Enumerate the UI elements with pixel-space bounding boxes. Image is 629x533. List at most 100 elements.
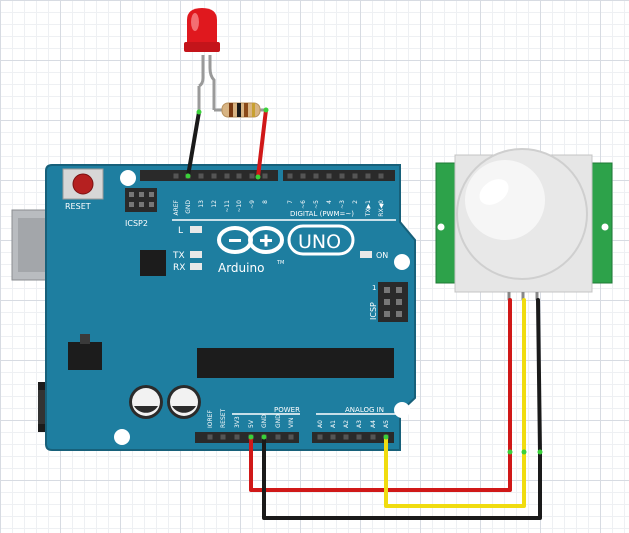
icsp2-label: ICSP2 (125, 219, 148, 228)
digital-pin-label: GND (185, 200, 192, 214)
icsp-pin (396, 311, 402, 317)
led-tx-label: TX (172, 251, 185, 261)
power-pin-hole (288, 434, 294, 440)
power-pin-label: 3V3 (234, 416, 241, 428)
arduino-board: RESET ICSP2 Arduin (11, 164, 416, 451)
red-led (184, 8, 220, 112)
analog-pin-label: A0 (317, 420, 324, 428)
regulator-tab (80, 334, 90, 344)
wire-led-gnd (186, 110, 201, 178)
mounting-hole (114, 429, 130, 445)
pir-mount-hole (601, 223, 609, 231)
analog-label: ANALOG IN (345, 406, 384, 414)
pir-motion-sensor (435, 148, 613, 300)
digital-pin-label: 12 (211, 200, 218, 208)
icsp2-pin (129, 192, 134, 197)
power-pin-hole (220, 434, 226, 440)
wire-endpoint (263, 107, 269, 113)
wire-endpoint (248, 434, 254, 440)
icsp-label: ICSP (369, 302, 378, 320)
power-pin-label: GND (275, 414, 282, 428)
digital-pin-label: ~6 (300, 200, 307, 209)
power-pin-hole (207, 434, 213, 440)
digital-pin-label: ~9 (249, 200, 256, 209)
trademark: TM (276, 260, 284, 266)
pir-dome-highlight (465, 160, 545, 240)
digital-pin-hole (249, 173, 255, 179)
wire-endpoint (185, 173, 191, 179)
wire-gnd (262, 298, 542, 520)
digital-pin-label: 7 (287, 200, 294, 204)
reset-label: RESET (65, 202, 91, 211)
icsp2-header (125, 188, 157, 212)
analog-pin-hole (330, 434, 336, 440)
icsp-pin (384, 287, 390, 293)
wire-a5-signal (384, 298, 526, 508)
led-l-label: L (178, 226, 183, 236)
digital-pin-hole (313, 173, 319, 179)
led-rx-label: RX (173, 263, 185, 273)
digital-pin-label: 2 (352, 200, 359, 204)
mounting-hole (394, 402, 410, 418)
icsp-pin (384, 311, 390, 317)
digital-pin-hole (352, 173, 358, 179)
digital-pin-hole (339, 173, 345, 179)
digital-pin-hole (262, 173, 268, 179)
digital-pin-hole (378, 173, 384, 179)
digital-pin-label: AREF (173, 199, 180, 215)
led-on (360, 251, 372, 258)
pir-mount-hole (437, 223, 445, 231)
wire-endpoint (196, 109, 202, 115)
mounting-hole (120, 170, 136, 186)
analog-pin-label: A5 (383, 420, 390, 428)
digital-pin-hole (173, 173, 179, 179)
digital-pin-hole (326, 173, 332, 179)
digital-pin-hole (211, 173, 217, 179)
digital-pin-label: ~3 (339, 200, 346, 209)
led-on-label: ON (376, 251, 388, 260)
wire-endpoint (537, 449, 543, 455)
analog-pin-hole (356, 434, 362, 440)
digital-pin-label: 13 (198, 200, 205, 208)
analog-pin-hole (317, 434, 323, 440)
digital-pin-label: TX▶1 (365, 200, 372, 217)
analog-pin-label: A2 (343, 420, 350, 428)
digital-pin-hole (287, 173, 293, 179)
capacitor (167, 385, 201, 419)
power-label: POWER (274, 406, 300, 414)
digital-header (140, 170, 395, 181)
digital-pin-label: 4 (326, 200, 333, 204)
digital-pin-label: 8 (262, 200, 269, 204)
voltage-regulator-chip (140, 250, 166, 276)
power-pin-hole (275, 434, 281, 440)
power-header (195, 432, 299, 443)
icsp-pin (396, 299, 402, 305)
power-pin-label: IOREF (207, 410, 214, 428)
digital-pin-hole (300, 173, 306, 179)
wire-endpoint (507, 449, 513, 455)
icsp-header (378, 282, 408, 322)
icsp-pin (384, 299, 390, 305)
digital-pin-label: ~5 (313, 200, 320, 209)
power-pin-label: 5V (248, 419, 255, 428)
icsp2-pin (139, 192, 144, 197)
led-tx (190, 251, 202, 258)
mounting-hole (394, 254, 410, 270)
digital-label: DIGITAL (PWM=~) (290, 210, 354, 218)
wire-endpoint (255, 174, 261, 180)
reset-button[interactable] (62, 168, 104, 200)
analog-pin-hole (370, 434, 376, 440)
microcontroller-chip (197, 348, 394, 378)
digital-pin-hole (198, 173, 204, 179)
analog-pin-label: A3 (356, 420, 363, 428)
power-pin-label: GND (261, 414, 268, 428)
digital-pin-label: RX◀0 (378, 200, 385, 217)
digital-pin-hole (236, 173, 242, 179)
led-l (190, 226, 202, 233)
digital-pin-hole (365, 173, 371, 179)
icsp-pin1-label: 1 (372, 284, 376, 292)
